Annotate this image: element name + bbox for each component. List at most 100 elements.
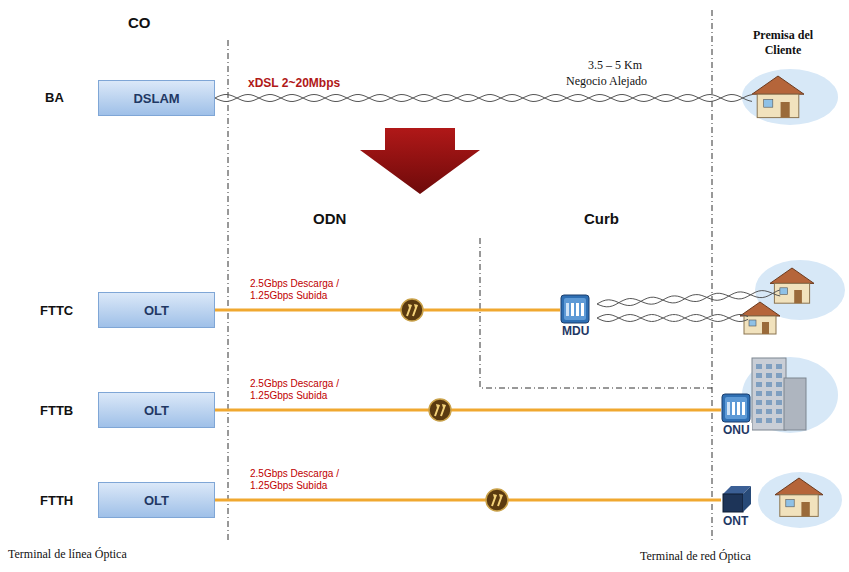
equipment-box: OLT xyxy=(98,292,215,328)
node-text: OLT xyxy=(144,303,169,318)
equipment-icon: MDU xyxy=(560,294,592,338)
drawing-part xyxy=(756,364,762,369)
boundary-line xyxy=(712,10,713,540)
edge-label: 2.5Gbps Descarga / 1.25Gbps Subida xyxy=(250,378,370,402)
fiber-link xyxy=(215,409,721,412)
equipment-icon: ONU xyxy=(721,393,753,437)
drawing-part xyxy=(436,404,446,408)
premise-ground xyxy=(742,69,838,125)
drawing-part xyxy=(581,303,584,316)
fiber-link xyxy=(215,499,721,502)
drawing-part xyxy=(764,99,773,107)
drawing-part xyxy=(756,400,762,405)
device-symbol xyxy=(560,294,592,324)
node-text: ONT xyxy=(721,514,750,528)
edge-label: 2.5Gbps Descarga / 1.25Gbps Subida xyxy=(250,468,370,492)
drawing-part xyxy=(752,76,804,94)
drawing-part xyxy=(407,305,417,316)
edge-label: 2.5Gbps Descarga / 1.25Gbps Subida xyxy=(250,278,370,302)
drawing-part xyxy=(766,391,772,396)
drawing-part xyxy=(756,391,762,396)
drawing-part xyxy=(408,304,418,308)
premise-ground xyxy=(758,472,842,528)
drawing-part xyxy=(762,322,769,334)
drawing-part xyxy=(775,478,823,495)
drawing-part xyxy=(561,295,589,323)
drawing-part xyxy=(435,405,445,416)
drawing-part xyxy=(744,316,776,334)
node-text: DSLAM xyxy=(133,91,179,106)
drawing-part xyxy=(766,400,772,405)
drawing-part xyxy=(725,397,747,419)
migration-arrow xyxy=(360,128,480,194)
drawing-part xyxy=(749,320,756,326)
drawing-part xyxy=(766,409,772,414)
device-symbol xyxy=(721,393,753,423)
drawing-part xyxy=(566,303,569,316)
diagram-label: Terminal de red Óptica xyxy=(640,549,751,564)
drawing-part xyxy=(780,495,818,517)
diagram-label: FTTB xyxy=(40,403,73,418)
drawing-part xyxy=(776,409,782,414)
twisted-pair xyxy=(215,95,752,102)
drawing-part xyxy=(756,373,762,378)
drawing-part xyxy=(770,268,814,283)
drawing-part xyxy=(784,378,806,430)
drawing-part xyxy=(774,283,809,303)
drawing-part xyxy=(756,418,762,423)
drawing-part xyxy=(722,394,750,422)
drawing-part xyxy=(776,364,782,369)
drawing-part xyxy=(756,382,762,387)
drawing-part xyxy=(757,94,799,117)
drawing-part xyxy=(766,373,772,378)
twisted-pair xyxy=(597,290,780,306)
equipment-box: OLT xyxy=(98,482,215,518)
drawing-part xyxy=(794,290,802,303)
curb-boundary xyxy=(480,238,712,388)
splitter-icon xyxy=(429,399,451,421)
drawing-part xyxy=(429,399,451,421)
diagram-label: ODN xyxy=(313,210,346,227)
twisted-pair xyxy=(215,95,752,102)
drawing-part xyxy=(756,409,762,414)
equipment-icon: ONT xyxy=(721,484,753,528)
diagram-label: Negocio Alejado xyxy=(566,74,647,89)
diagram-label: FTTH xyxy=(40,493,73,508)
drawing-part xyxy=(766,418,772,423)
drawing-part xyxy=(571,303,574,316)
drawing-part xyxy=(732,402,735,415)
drawing-part xyxy=(742,402,745,415)
node-text: OLT xyxy=(144,493,169,508)
diagram-label: Premisa del Cliente xyxy=(742,28,824,58)
diagram-label: xDSL 2~20Mbps xyxy=(248,76,340,90)
drawing-part xyxy=(776,373,782,378)
splitter-icon xyxy=(401,299,423,321)
drawing-part xyxy=(786,500,794,507)
device-symbol xyxy=(721,484,753,514)
boundary-line xyxy=(228,40,229,540)
drawing-part xyxy=(401,299,423,321)
drawing-part xyxy=(780,288,788,295)
drawing-part xyxy=(564,298,586,320)
twisted-pair xyxy=(597,291,780,307)
drawing-part xyxy=(752,358,786,430)
drawing-part xyxy=(723,494,743,512)
drawing-part xyxy=(727,402,730,415)
node-text: OLT xyxy=(144,403,169,418)
diagram-label: FTTC xyxy=(40,303,73,318)
house-icon xyxy=(770,268,814,303)
drawing-part xyxy=(486,489,508,511)
drawing-part xyxy=(766,364,772,369)
house-icon xyxy=(740,302,780,334)
twisted-pair xyxy=(597,315,748,322)
drawing-part xyxy=(801,502,809,516)
drawing-part xyxy=(740,302,780,316)
diagram-label: Curb xyxy=(584,210,619,227)
diagram-label: 3.5 – 5 Km xyxy=(588,58,642,73)
drawing-part xyxy=(776,400,782,405)
diagram-label: Terminal de línea Óptica xyxy=(8,547,127,562)
drawing-part xyxy=(776,418,782,423)
diagram-label: BA xyxy=(45,90,64,105)
drawing-part xyxy=(737,402,740,415)
node-text: ONU xyxy=(721,423,752,437)
